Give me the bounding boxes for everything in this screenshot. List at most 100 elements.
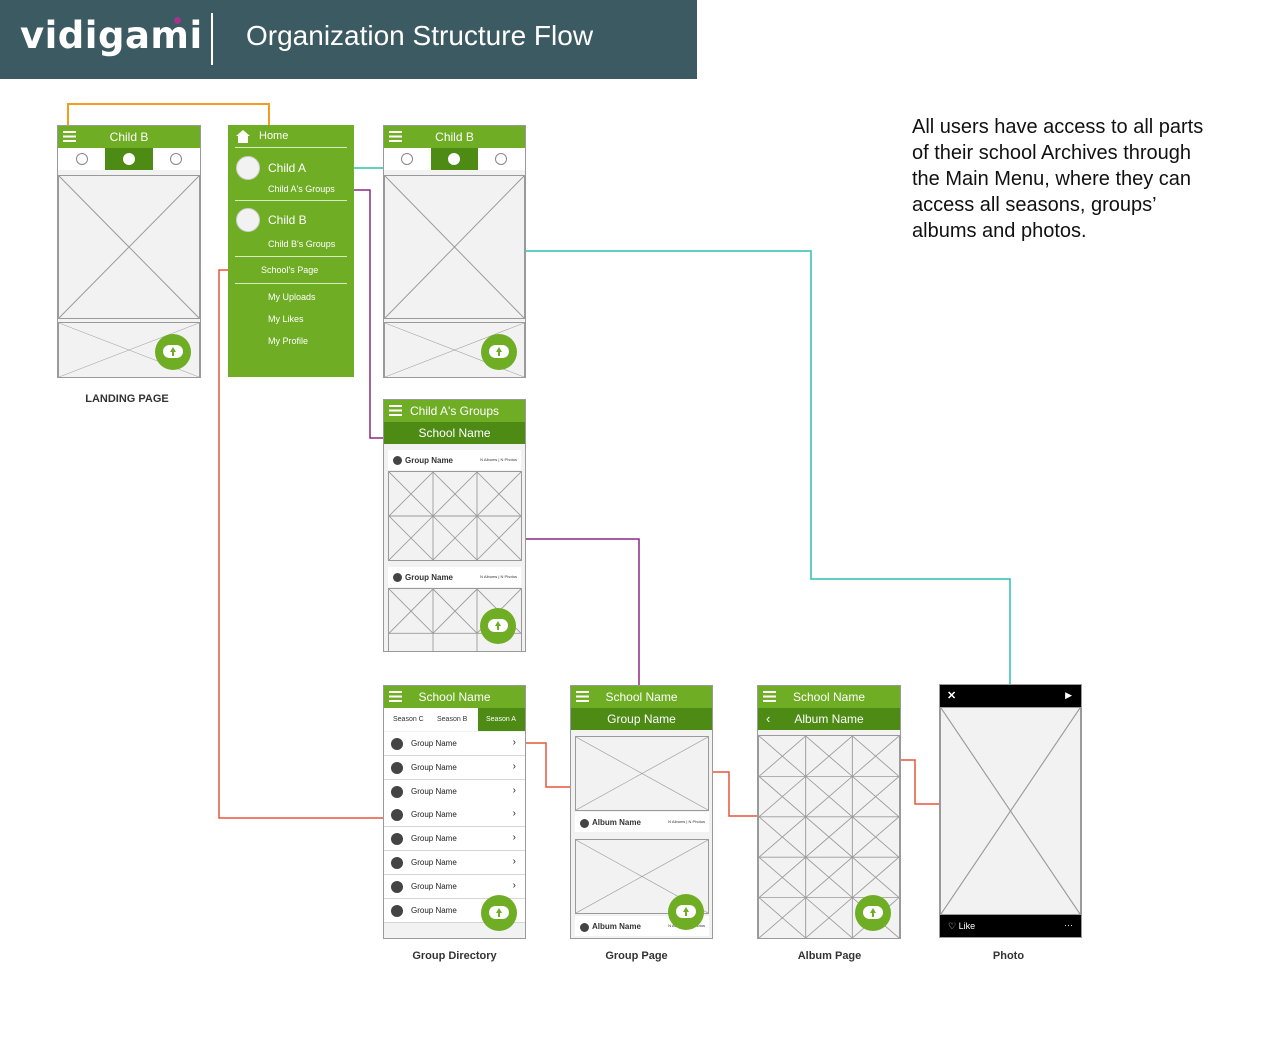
- list-item[interactable]: Group Name›: [384, 732, 525, 756]
- child-tabs: [58, 148, 200, 170]
- child-tabs: [384, 148, 525, 170]
- group-directory-screen: School Name Season C Season B Season A G…: [383, 685, 526, 939]
- chevron-right-icon: ›: [512, 785, 516, 796]
- list-item[interactable]: Group Name›: [384, 780, 525, 804]
- more-icon[interactable]: ···: [1064, 920, 1073, 930]
- album-cover-placeholder: [575, 736, 709, 811]
- like-button[interactable]: ♡ Like: [948, 921, 976, 931]
- tab-1[interactable]: [58, 148, 105, 170]
- directory-top-bar: School Name: [384, 686, 525, 708]
- tab-season-c[interactable]: Season C: [393, 716, 424, 723]
- menu-icon[interactable]: [389, 405, 402, 416]
- child-b-screen: Child B: [383, 125, 526, 378]
- flow-description: All users have access to all parts of th…: [912, 116, 1204, 242]
- upload-cloud-icon[interactable]: [155, 334, 191, 370]
- list-item[interactable]: Group Name›: [384, 756, 525, 780]
- connector-childb-to-photo: [501, 250, 1011, 685]
- child-b-top-bar: Child B: [384, 126, 525, 148]
- tab-2[interactable]: [430, 148, 478, 170]
- menu-child-a-groups[interactable]: Child A's Groups: [268, 184, 335, 194]
- group-directory-caption: Group Directory: [412, 950, 497, 962]
- chevron-right-icon: ›: [512, 856, 516, 867]
- menu-child-b-groups[interactable]: Child B's Groups: [268, 239, 336, 249]
- list-item[interactable]: Group Name›: [384, 827, 525, 851]
- group-page-top-bar: School Name: [571, 686, 712, 708]
- group-meta: N Albums | N Photos: [480, 457, 517, 462]
- home-icon: [236, 130, 250, 136]
- list-item[interactable]: Group Name›: [384, 851, 525, 875]
- close-icon[interactable]: ✕: [947, 690, 957, 702]
- tab-season-a[interactable]: Season A: [486, 716, 516, 723]
- connector-group-to-grouppage: [516, 538, 640, 686]
- album-page-caption: Album Page: [797, 950, 862, 962]
- play-icon[interactable]: ▶: [1065, 690, 1072, 700]
- image-placeholder: [58, 175, 200, 319]
- menu-my-uploads[interactable]: My Uploads: [268, 292, 316, 302]
- logo-dot: [174, 17, 181, 24]
- tab-season-b[interactable]: Season B: [437, 716, 468, 723]
- photo-screen: ✕ ▶ ♡ Like ···: [939, 684, 1082, 938]
- menu-icon[interactable]: [63, 131, 76, 142]
- chevron-right-icon: ›: [512, 832, 516, 843]
- menu-icon[interactable]: [389, 691, 402, 702]
- photo-bottom-bar: ♡ Like ···: [940, 915, 1081, 937]
- menu-schools-page[interactable]: School's Page: [261, 265, 319, 275]
- landing-page-screen: Child B: [57, 125, 201, 378]
- chevron-right-icon: ›: [512, 737, 516, 748]
- main-menu-screen: Home Child A Child A's Groups Child B Ch…: [228, 125, 354, 377]
- school-name-bar: School Name: [384, 422, 525, 444]
- upload-cloud-icon[interactable]: [480, 608, 516, 644]
- photo-grid: [388, 471, 522, 561]
- chevron-right-icon: ›: [512, 808, 516, 819]
- group-card-header[interactable]: Group Name N Albums | N Photos: [388, 567, 521, 587]
- child-groups-top-bar: Child A's Groups: [384, 400, 525, 422]
- page-title: Organization Structure Flow: [246, 20, 594, 51]
- group-name-bar: Group Name: [571, 708, 712, 730]
- group-avatar: [393, 456, 402, 465]
- menu-my-profile[interactable]: My Profile: [268, 336, 309, 346]
- list-item[interactable]: Group Name›: [384, 803, 525, 827]
- back-chevron-icon[interactable]: ‹: [766, 711, 771, 726]
- menu-my-likes[interactable]: My Likes: [268, 314, 304, 324]
- chevron-right-icon: ›: [512, 880, 516, 891]
- connector-directory-to-grouppage: [522, 742, 571, 788]
- menu-icon[interactable]: [576, 691, 589, 702]
- upload-cloud-icon[interactable]: [481, 895, 517, 931]
- group-name: Group Name: [405, 573, 454, 582]
- photo-caption: Photo: [992, 950, 1025, 962]
- tab-3[interactable]: [478, 148, 525, 170]
- vidigami-logo: vidigami: [20, 14, 203, 57]
- menu-icon[interactable]: [763, 691, 776, 702]
- tab-season-a-bg: [478, 708, 525, 731]
- menu-child-b[interactable]: Child B: [268, 213, 307, 227]
- album-meta: N Albums | N Photos: [668, 819, 705, 824]
- upload-cloud-icon[interactable]: [855, 895, 891, 931]
- menu-icon[interactable]: [389, 131, 402, 142]
- tab-1[interactable]: [384, 148, 431, 170]
- header-divider: [211, 13, 213, 65]
- landing-top-bar: Child B: [58, 126, 200, 148]
- tab-2[interactable]: [105, 148, 153, 170]
- album-name-bar: ‹ Album Name: [758, 708, 900, 730]
- album-card-footer[interactable]: Album Name N Albums | N Photos: [575, 812, 709, 832]
- menu-home[interactable]: Home: [259, 130, 289, 142]
- album-page-top-bar: School Name: [758, 686, 900, 708]
- photo-placeholder: [940, 707, 1081, 915]
- album-avatar: [580, 819, 589, 828]
- page-header: vidigami Organization Structure Flow: [0, 0, 697, 79]
- album-page-screen: School Name ‹ Album Name: [757, 685, 901, 939]
- home-icon-body: [238, 136, 248, 143]
- upload-cloud-icon[interactable]: [481, 334, 517, 370]
- avatar: [236, 208, 260, 232]
- menu-child-a[interactable]: Child A: [268, 161, 307, 175]
- group-page-screen: School Name Group Name Album Name N Albu…: [570, 685, 713, 939]
- avatar: [236, 156, 260, 180]
- album-avatar: [580, 923, 589, 932]
- group-card-header[interactable]: Group Name N Albums | N Photos: [388, 450, 521, 470]
- tab-3[interactable]: [153, 148, 200, 170]
- chevron-right-icon: ›: [512, 761, 516, 772]
- landing-page-caption: LANDING PAGE: [85, 393, 169, 405]
- photo-top-bar: ✕ ▶: [940, 685, 1081, 707]
- album-name: Album Name: [592, 818, 641, 827]
- upload-cloud-icon[interactable]: [668, 894, 704, 930]
